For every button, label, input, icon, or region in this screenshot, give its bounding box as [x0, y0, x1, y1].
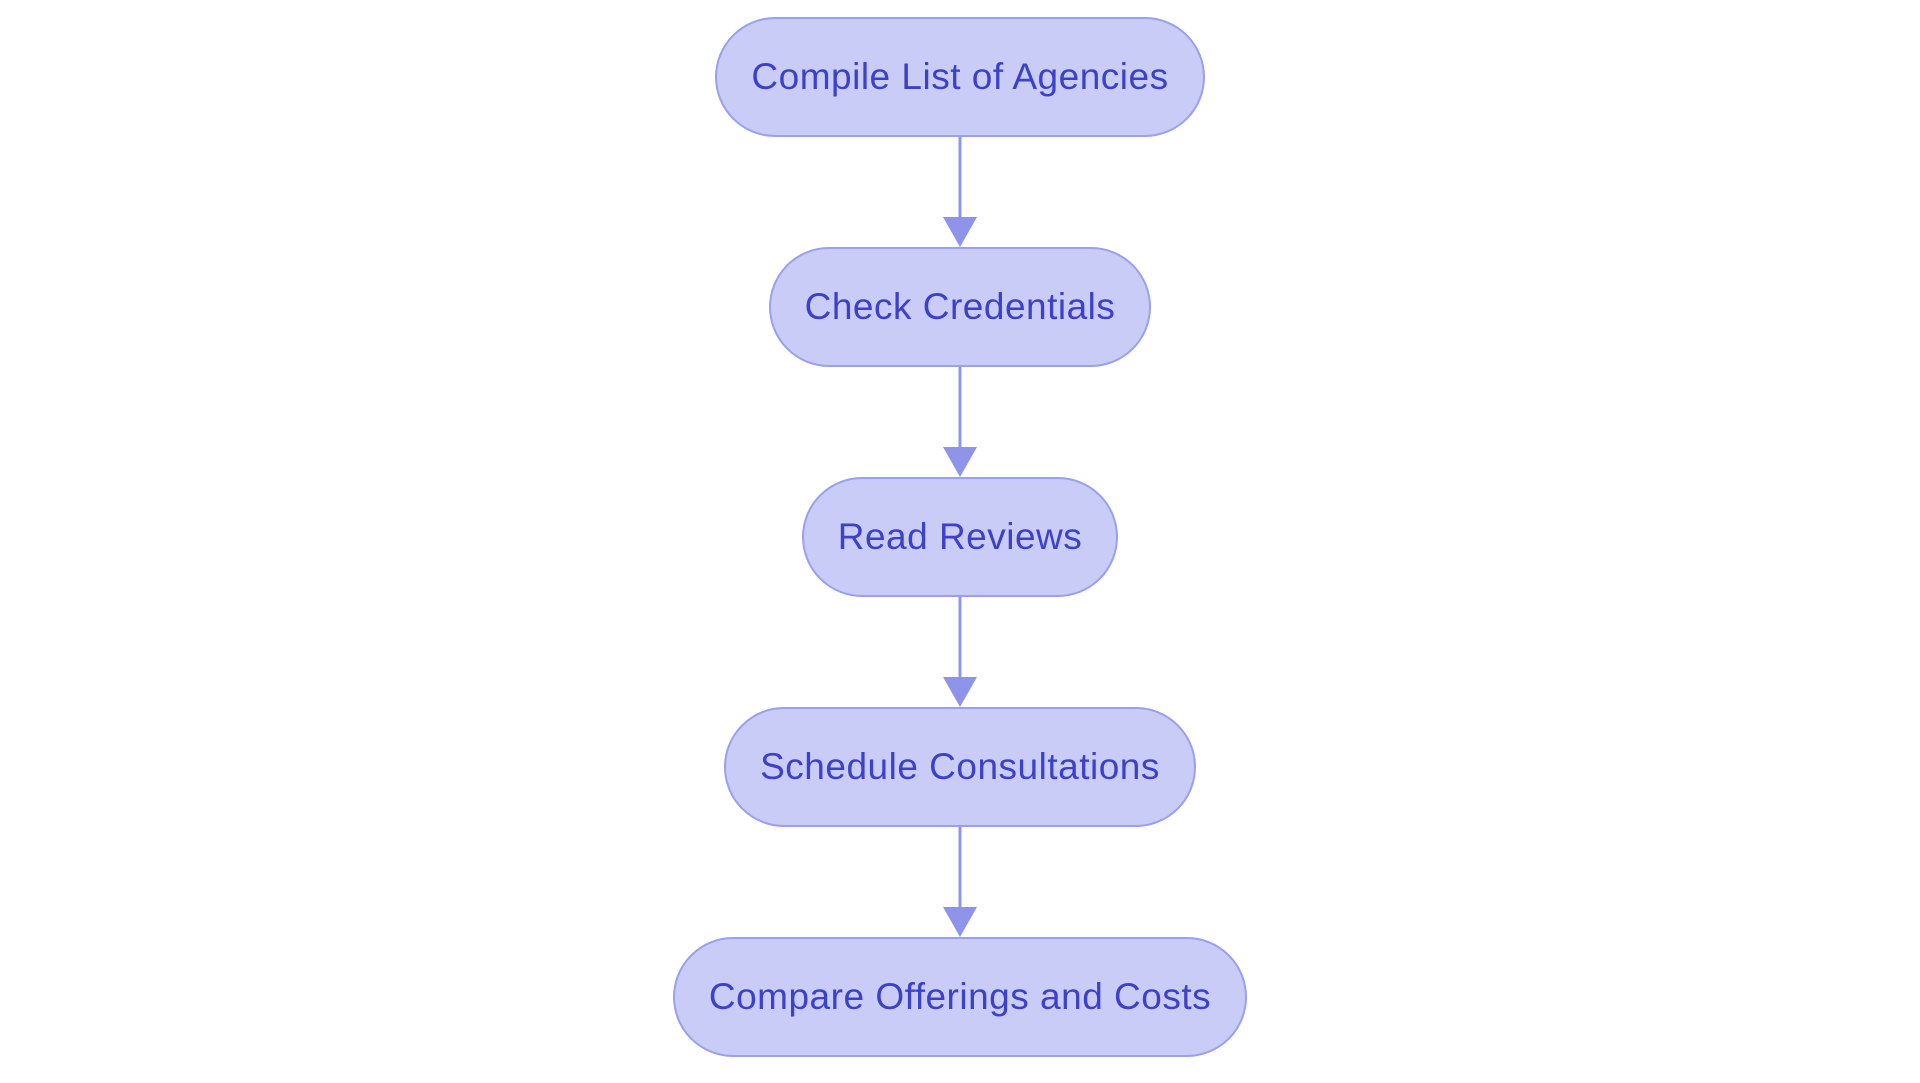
flow-node-label: Compile List of Agencies [751, 56, 1169, 97]
flow-edge-3 [943, 597, 977, 707]
flow-edge-1 [943, 137, 977, 247]
flow-node-label: Compare Offerings and Costs [708, 976, 1212, 1017]
flow-node-check-credentials[interactable]: Check Credentials [768, 247, 1152, 367]
flow-node-label: Read Reviews [837, 516, 1083, 557]
flow-node-schedule-consultations[interactable]: Schedule Consultations [724, 707, 1196, 827]
flow-node-compare-offerings-and-costs[interactable]: Compare Offerings and Costs [672, 937, 1248, 1057]
flow-node-label: Schedule Consultations [760, 746, 1160, 787]
arrow-down-icon [943, 137, 977, 247]
arrow-down-icon [943, 597, 977, 707]
flow-node-compile-list-of-agencies[interactable]: Compile List of Agencies [715, 17, 1205, 137]
flow-node-read-reviews[interactable]: Read Reviews [801, 477, 1119, 597]
flow-edge-4 [943, 827, 977, 937]
flow-node-label: Check Credentials [804, 286, 1116, 327]
arrow-down-icon [943, 827, 977, 937]
arrow-down-icon [943, 367, 977, 477]
flow-edge-2 [943, 367, 977, 477]
